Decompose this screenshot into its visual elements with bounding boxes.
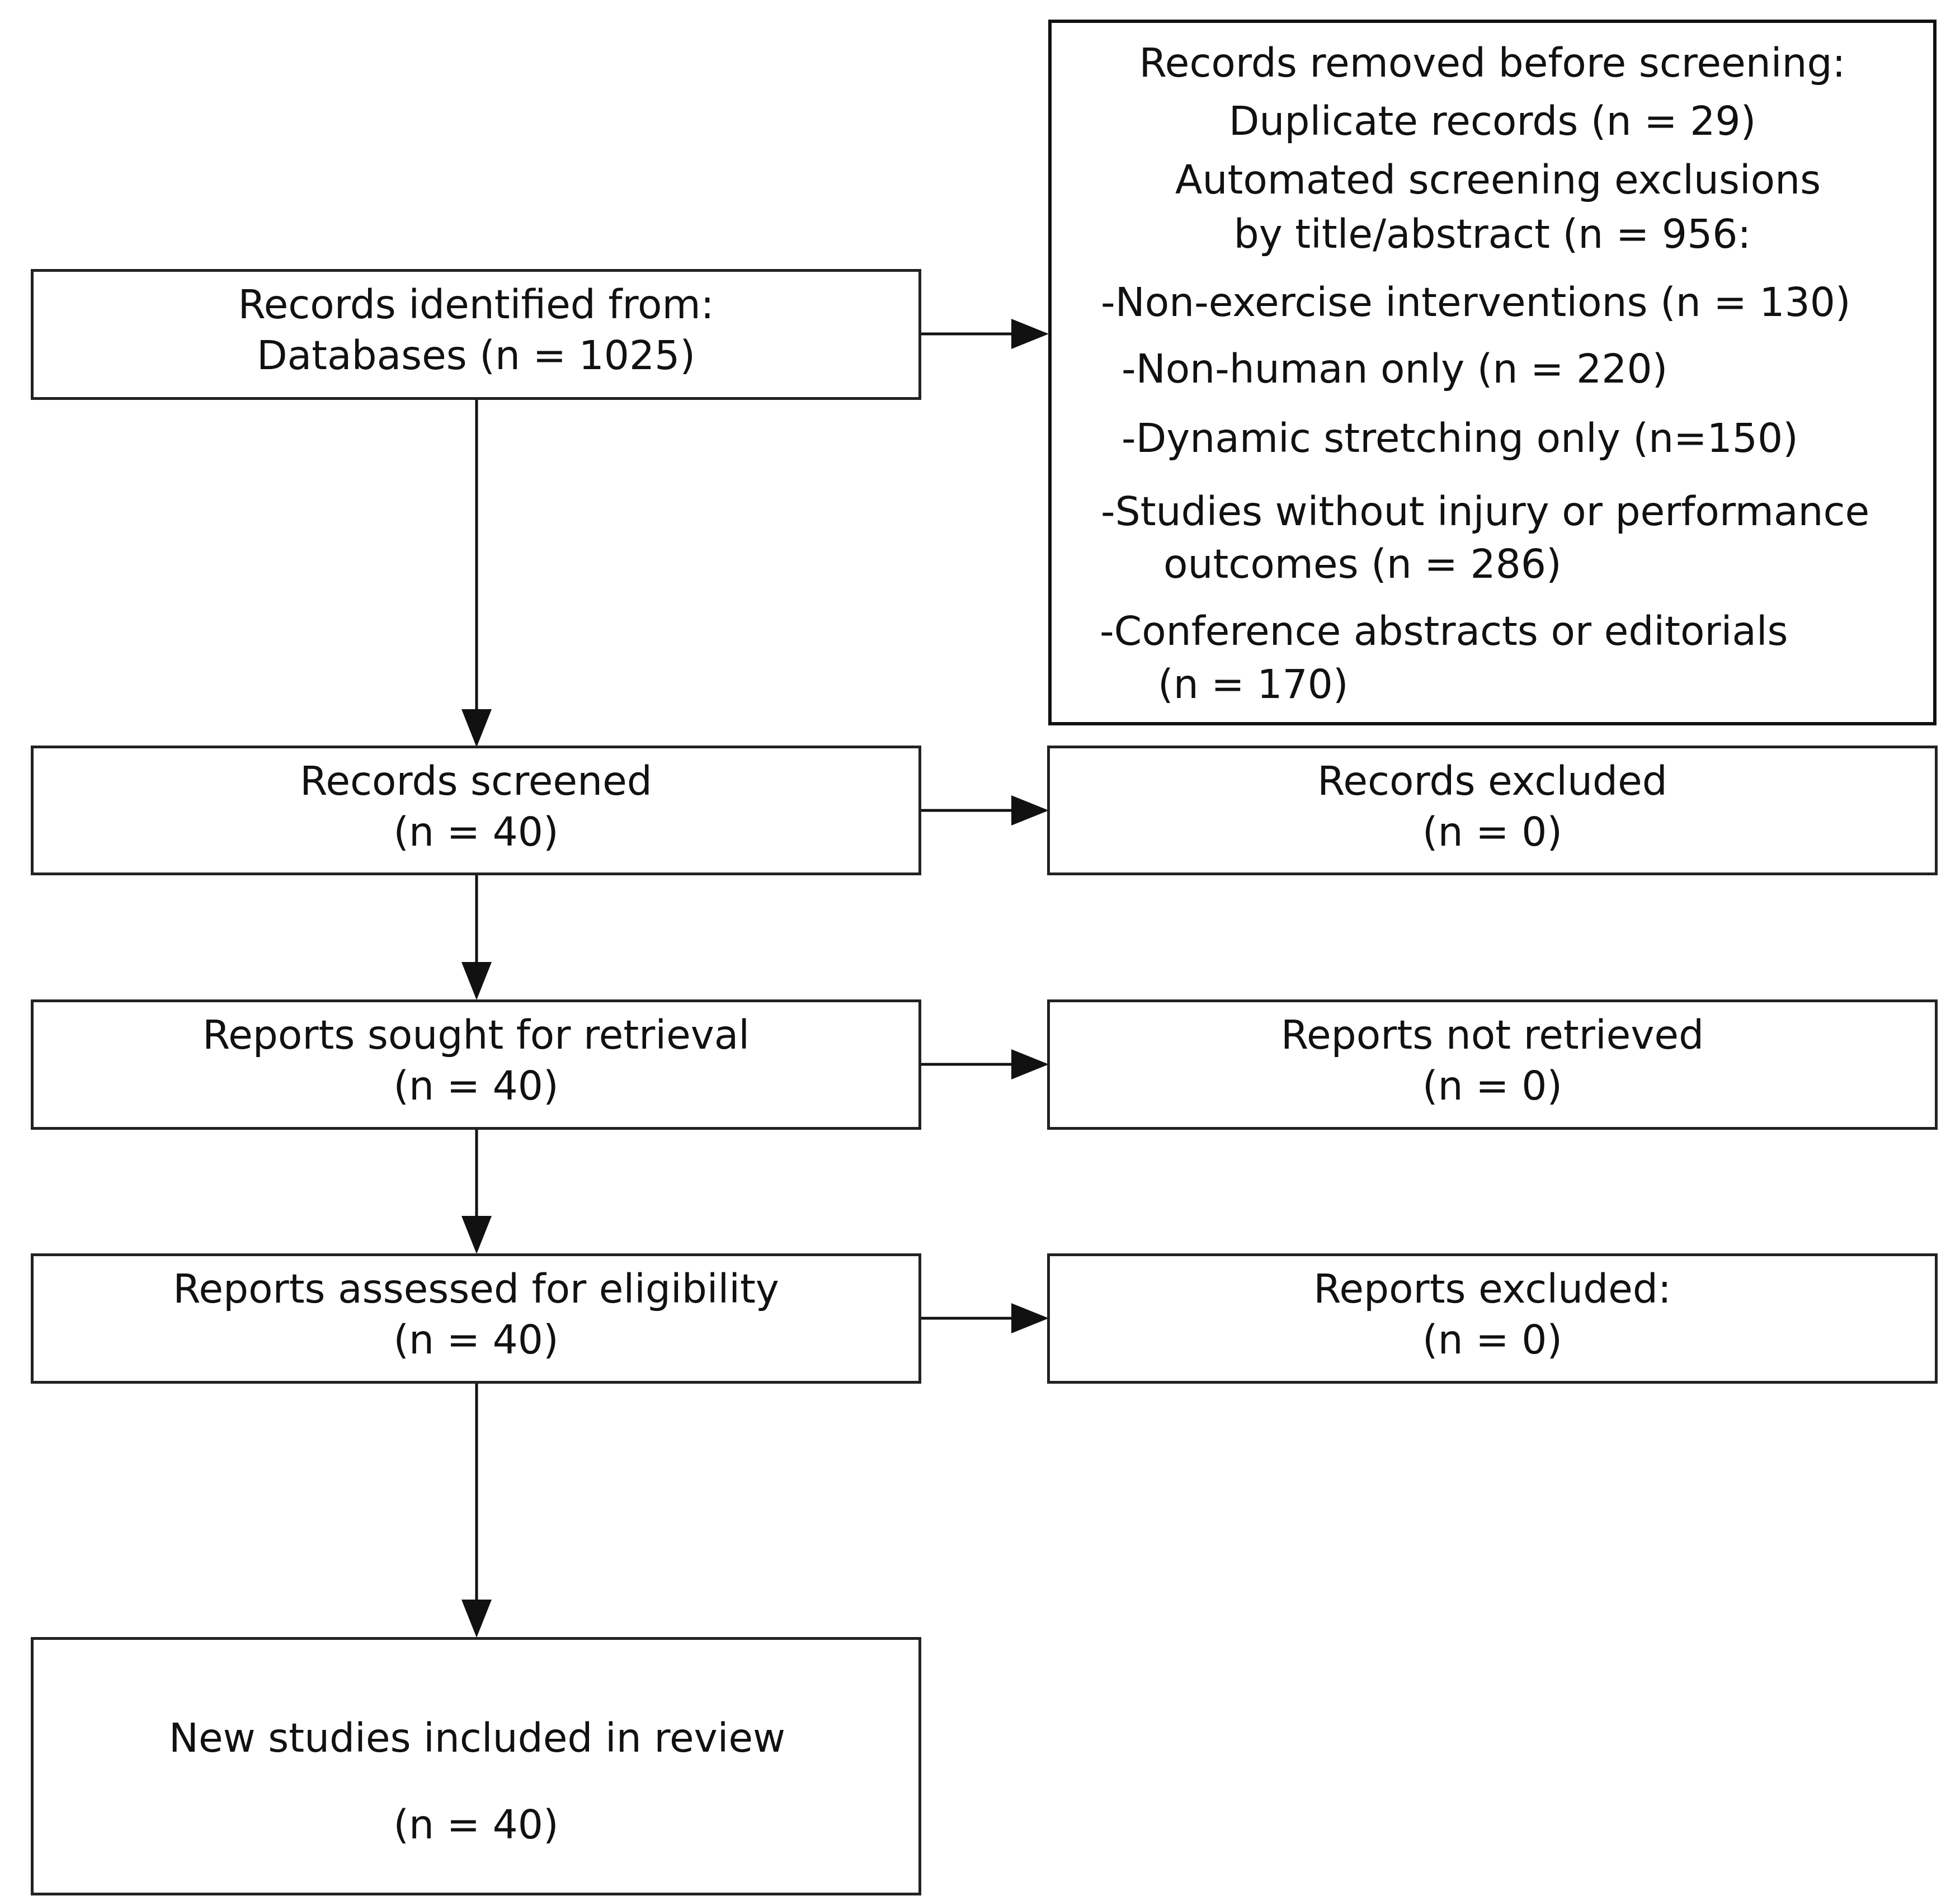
studies-included-count: (n = 40): [393, 1801, 559, 1848]
reports-sought-label: Reports sought for retrieval: [202, 1012, 750, 1058]
reports-excluded-box: [1047, 1253, 1938, 1384]
reason-non-human: -Non-human only (n = 220): [1122, 346, 1668, 392]
reports-assessed-count: (n = 40): [393, 1317, 559, 1363]
reports-excluded-count: (n = 0): [1422, 1317, 1563, 1363]
reports-sought-box: [31, 999, 921, 1130]
records-identified-box: [31, 269, 921, 400]
duplicate-records: Duplicate records (n = 29): [1228, 98, 1756, 144]
reason-dynamic-stretching: -Dynamic stretching only (n=150): [1122, 415, 1798, 461]
arrowhead-assessed-to-included: [461, 1600, 492, 1638]
arrowhead-sought-to-assessed: [461, 1216, 492, 1254]
studies-included-box: [31, 1637, 921, 1895]
reason-no-outcomes-line2: outcomes (n = 286): [1163, 541, 1562, 587]
records-screened-count: (n = 40): [393, 809, 559, 855]
reports-not-retrieved-count: (n = 0): [1422, 1063, 1563, 1109]
arrowhead-screened-to-sought: [461, 962, 492, 1000]
arrowhead-identified-to-removed: [1011, 319, 1049, 349]
records-identified-label: Records identified from:: [238, 281, 714, 328]
records-removed-heading: Records removed before screening:: [1139, 40, 1846, 86]
reason-non-exercise: -Non-exercise interventions (n = 130): [1101, 279, 1851, 326]
reason-no-outcomes-line1: -Studies without injury or performance: [1101, 488, 1870, 535]
records-screened-label: Records screened: [300, 758, 652, 804]
reports-not-retrieved-label: Reports not retrieved: [1280, 1012, 1704, 1058]
studies-included-label: New studies included in review: [168, 1715, 786, 1761]
records-excluded-box: [1047, 746, 1938, 875]
records-identified-count: Databases (n = 1025): [256, 332, 696, 379]
reports-assessed-box: [31, 1253, 921, 1384]
reports-sought-count: (n = 40): [393, 1063, 559, 1109]
arrowhead-identified-to-screened: [461, 709, 492, 747]
arrowhead-assessed-to-excluded: [1011, 1303, 1049, 1333]
records-screened-box: [31, 746, 921, 875]
arrowhead-sought-to-not-retrieved: [1011, 1049, 1049, 1079]
reports-excluded-label: Reports excluded:: [1313, 1266, 1671, 1312]
records-excluded-label: Records excluded: [1317, 758, 1667, 804]
records-removed-box: [1048, 20, 1937, 725]
arrowhead-screened-to-excluded: [1011, 795, 1049, 826]
automated-exclusions-line2: by title/abstract (n = 956:: [1233, 211, 1751, 257]
reason-abstracts-line2: (n = 170): [1158, 661, 1349, 708]
records-excluded-count: (n = 0): [1422, 809, 1563, 855]
reports-not-retrieved-box: [1047, 999, 1938, 1130]
automated-exclusions-line1: Automated screening exclusions: [1175, 157, 1821, 203]
reports-assessed-label: Reports assessed for eligibility: [173, 1266, 779, 1312]
reason-abstracts-line1: -Conference abstracts or editorials: [1100, 608, 1788, 654]
